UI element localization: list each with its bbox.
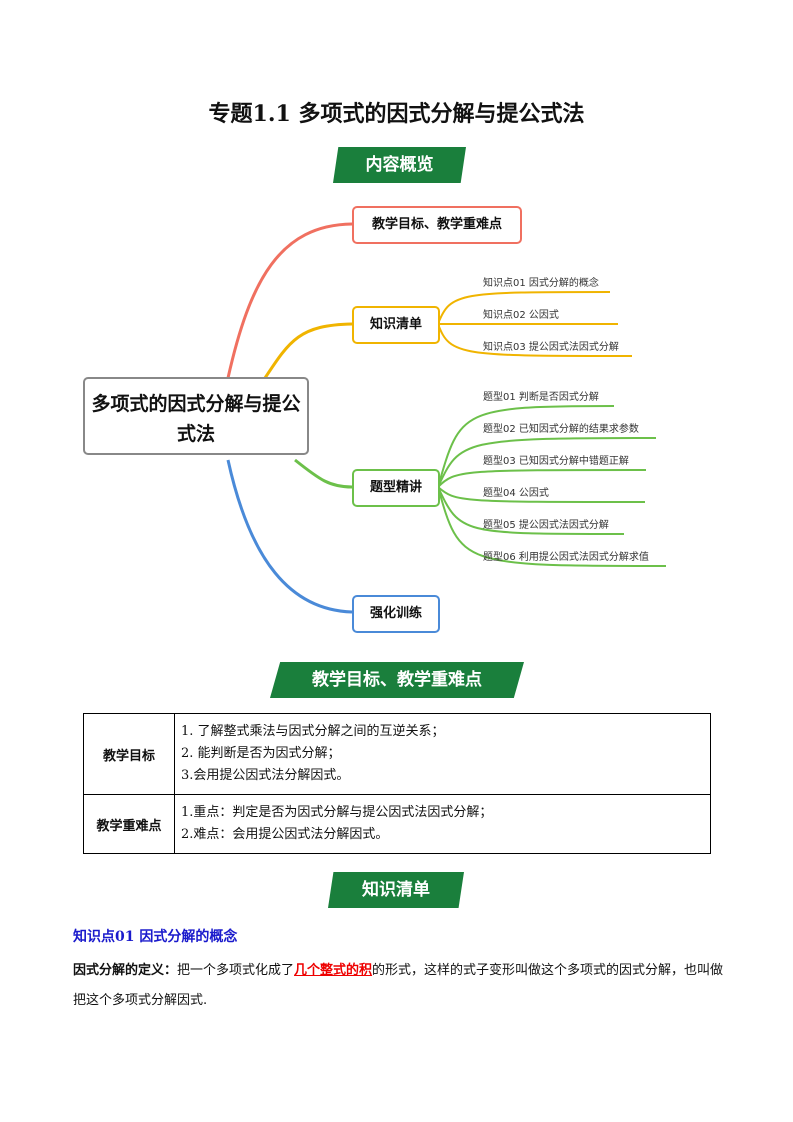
mindmap-leaf: 知识点02 公因式 [483,310,559,321]
knowledge-point-heading: 知识点01 因式分解的概念 [73,929,238,945]
mindmap-leaf: 知识点03 提公因式法因式分解 [483,342,619,353]
connector-goals [226,222,353,379]
table-line: 2. 能判断是否为因式分解； [181,746,341,761]
banner-knowledge: 知识清单 [328,872,464,908]
banner-goals: 教学目标、教学重难点 [270,662,524,698]
types-leaf-lines [437,405,667,567]
mindmap-center-node: 多项式的因式分解与提公式法 [83,377,309,455]
mindmap-leaf: 题型01 判断是否因式分解 [483,392,599,403]
mindmap-leaf: 知识点01 因式分解的概念 [483,278,599,289]
connector-training [226,459,353,614]
definition-label: 因式分解的定义： [73,963,178,978]
goals-table: 教学目标 1. 了解整式乘法与因式分解之间的互逆关系； 2. 能判断是否为因式分解… [83,713,711,854]
banner-overview: 内容概览 [333,147,466,183]
mindmap-node-types: 题型精讲 [352,469,440,507]
mindmap-leaf: 题型02 已知因式分解的结果求参数 [483,424,639,435]
table-head: 教学重难点 [83,794,175,854]
table-line: 1.重点：判定是否为因式分解与提公因式法因式分解； [181,805,493,820]
page-title: 专题1.1 多项式的因式分解与提公式法 [208,101,585,127]
definition-highlight: 几个整式的积 [294,963,373,978]
definition-paragraph: 因式分解的定义：把一个多项式化成了几个整式的积的形式，这样的式子变形叫做这个多项… [73,956,733,1016]
table-line: 3.会用提公因式法分解因式。 [181,768,350,783]
mindmap-leaf: 题型05 提公因式法因式分解 [483,520,609,531]
mindmap-leaf: 题型04 公因式 [483,488,549,499]
mindmap-leaf: 题型06 利用提公因式法因式分解求值 [483,552,649,563]
mindmap-node-training: 强化训练 [352,595,440,633]
mindmap-node-goals: 教学目标、教学重难点 [352,206,522,244]
table-row: 教学重难点 1.重点：判定是否为因式分解与提公因式法因式分解； 2.难点：会用提公… [83,794,711,854]
mindmap-leaf: 题型03 已知因式分解中错题正解 [483,456,629,467]
definition-text: 把一个多项式化成了 [177,963,295,978]
mindmap-connectors [226,222,667,614]
knowledge-leaf-lines [437,291,633,357]
table-head: 教学目标 [83,713,175,795]
connector-knowledge [263,322,353,379]
table-line: 1. 了解整式乘法与因式分解之间的互逆关系； [181,724,445,739]
mindmap-node-knowledge: 知识清单 [352,306,440,344]
table-row: 教学目标 1. 了解整式乘法与因式分解之间的互逆关系； 2. 能判断是否为因式分解… [83,713,711,795]
definition-text: 的形式，这样的式子变形叫做这个多项式的因式分解，也叫做把这个多项式分解因式. [73,963,724,1008]
connector-types [294,458,353,489]
table-line: 2.难点：会用提公因式法分解因式。 [181,827,389,842]
